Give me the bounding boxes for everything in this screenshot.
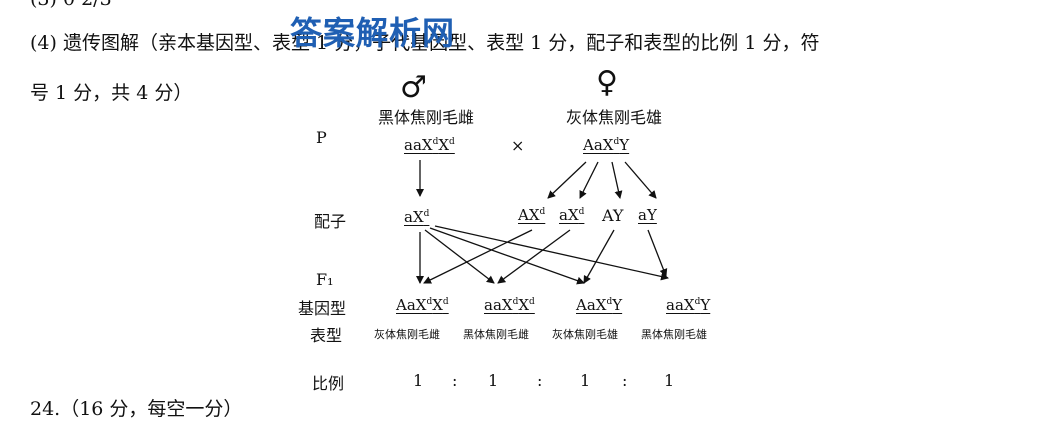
label-genotype: 基因型 xyxy=(298,299,347,318)
ratio-colon-3: : xyxy=(622,371,628,390)
label-phenotype: 表型 xyxy=(310,326,343,345)
cross-arrows xyxy=(416,160,669,285)
arrow-right-parent-to-gamete-4 xyxy=(624,161,657,199)
ratio-value-2: 1 xyxy=(488,371,499,390)
parent-right-genotype: AaXdY xyxy=(583,136,630,154)
label-p: P xyxy=(316,128,327,147)
ratio-value-1: 1 xyxy=(413,371,424,390)
page: { "cut_top_text": "(3) 0 2/3", "line1": … xyxy=(30,0,820,420)
ratio-colon-2: : xyxy=(537,371,543,390)
gamete-2: AXd xyxy=(518,206,546,224)
parent-left-phenotype: 黑体焦刚毛雌 xyxy=(378,108,475,127)
offspring-phenotype-1: 灰体焦刚毛雌 xyxy=(374,328,440,341)
parent-left-genotype: aaXdXd xyxy=(404,136,455,154)
gamete-5: aY xyxy=(638,206,657,224)
arrow-right-parent-to-gamete-2 xyxy=(579,161,599,199)
ratio-value-4: 1 xyxy=(664,371,675,390)
cross-symbol: × xyxy=(511,136,525,155)
arrow-gamete-a-to-f1-4 xyxy=(434,225,669,281)
label-ratio: 比例 xyxy=(312,374,345,393)
question-line-1: (4) 遗传图解（亲本基因型、表型 1 分，子代基因型、表型 1 分，配子和表型… xyxy=(30,32,820,54)
arrow-gamete-AXd-to-f1 xyxy=(423,229,533,284)
gamete-3: aXd xyxy=(559,206,585,224)
ratio-value-3: 1 xyxy=(580,371,591,390)
arrow-gamete-AY-to-f1 xyxy=(583,229,615,284)
arrow-gamete-aXd-to-f1 xyxy=(497,229,571,284)
male-symbol-icon: ♂ xyxy=(400,70,427,105)
gamete-4: AY xyxy=(602,206,624,225)
parent-right-phenotype: 灰体焦刚毛雄 xyxy=(566,108,663,127)
label-f1: F₁ xyxy=(316,270,334,289)
offspring-phenotype-2: 黑体焦刚毛雌 xyxy=(463,328,529,341)
label-gamete: 配子 xyxy=(314,212,347,231)
offspring-genotype-1: AaXdXd xyxy=(396,296,449,314)
offspring-phenotype-3: 灰体焦刚毛雄 xyxy=(552,328,618,341)
female-symbol-icon: ♀ xyxy=(596,65,618,100)
watermark: 答案解析网 xyxy=(290,14,456,52)
ratio-colon-1: : xyxy=(452,371,458,390)
arrow-gamete-a-to-f1-2 xyxy=(424,229,495,284)
arrow-gamete-a-to-f1-3 xyxy=(429,227,585,285)
offspring-genotype-3: AaXdY xyxy=(576,296,623,314)
cut-top-line: (3) 0 2/3 xyxy=(30,0,112,10)
arrow-right-parent-to-gamete-3 xyxy=(611,161,623,199)
arrow-right-parent-to-gamete-1 xyxy=(547,161,587,199)
arrow-gamete-aY-to-f1 xyxy=(647,229,668,277)
offspring-genotype-2: aaXdXd xyxy=(484,296,535,314)
offspring-genotype-4: aaXdY xyxy=(666,296,711,314)
question-line-2: 号 1 分，共 4 分） xyxy=(30,82,193,104)
offspring-phenotype-4: 黑体焦刚毛雄 xyxy=(641,328,707,341)
gamete-1: aXd xyxy=(404,208,430,226)
